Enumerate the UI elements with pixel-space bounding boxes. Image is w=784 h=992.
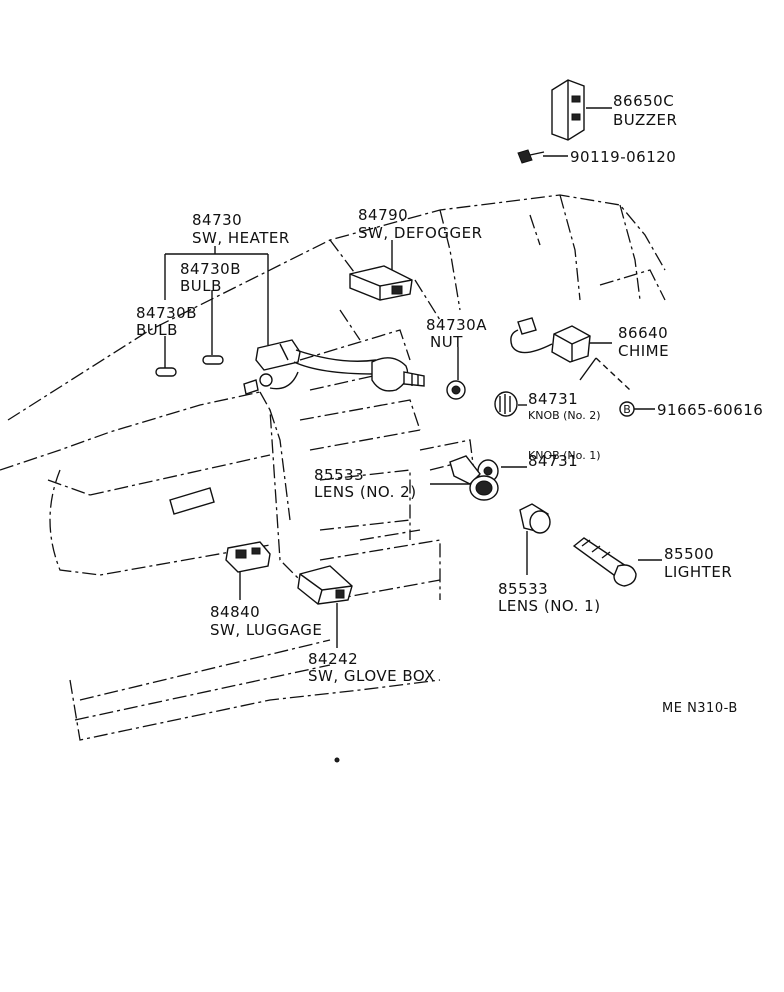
glovebox-switch-part [297, 565, 353, 605]
heater-switch-number: 84730 [192, 211, 242, 229]
buzzer-part [551, 79, 585, 141]
lens-no2-number: 85533 [314, 466, 364, 484]
instrument-panel-outline [0, 194, 666, 741]
bulb-part-left [155, 367, 177, 377]
heater-switch-part [243, 339, 425, 395]
nut-part [446, 380, 466, 400]
defogger-switch-part [349, 265, 413, 301]
bulb-name-upper: BULB [180, 277, 222, 295]
luggage-switch-number: 84840 [210, 603, 260, 621]
lens-no2-name: LENS (NO. 2) [314, 483, 417, 501]
luggage-switch-name: SW, LUGGAGE [210, 621, 322, 639]
glovebox-switch-name: SW, GLOVE BOX [308, 667, 435, 685]
defogger-switch-name: SW, DEFOGGER [358, 224, 483, 242]
knob-no1-label: KNOB (No. 1) [528, 449, 600, 462]
diagram-code: ME N310-B [662, 701, 738, 716]
screw-part [517, 149, 545, 164]
chime-name: CHIME [618, 342, 669, 360]
lighter-number: 85500 [664, 545, 714, 563]
lens-no1-number: 85533 [498, 580, 548, 598]
nut-number: 84730A [426, 316, 487, 334]
knob-no2-name: KNOB (No. 2) [528, 409, 600, 422]
buzzer-part-number: 86650C [613, 92, 674, 110]
luggage-switch-part [225, 541, 271, 573]
stray-mark [334, 757, 340, 763]
clip-number: 91665-60616 [657, 401, 763, 419]
clip-b-marker: B [619, 401, 635, 417]
lens-no1-name: LENS (NO. 1) [498, 597, 601, 615]
heater-switch-name: SW, HEATER [192, 229, 290, 247]
knob-no2-part [494, 391, 518, 417]
bulb-name-lower: BULB [136, 321, 178, 339]
buzzer-name: BUZZER [613, 111, 677, 129]
chime-part [510, 317, 591, 363]
nut-name: NUT [430, 333, 463, 351]
bulb-part-right [202, 355, 224, 365]
lens-no2-part [449, 455, 499, 501]
knob-no2-number: 84731 [528, 390, 578, 408]
screw-part-number: 90119-06120 [570, 148, 676, 166]
defogger-switch-number: 84790 [358, 206, 408, 224]
lens-no1-part [519, 503, 551, 534]
bulb-number-lower: 84730B [136, 304, 197, 322]
glovebox-handle [169, 487, 215, 515]
lighter-name: LIGHTER [664, 563, 732, 581]
chime-number: 86640 [618, 324, 668, 342]
b-marker-text: B [623, 403, 631, 416]
bulb-number-upper: 84730B [180, 260, 241, 278]
lighter-part [572, 537, 637, 587]
knob-no1-number: 84731 [528, 452, 578, 470]
glovebox-switch-number: 84242 [308, 650, 358, 668]
